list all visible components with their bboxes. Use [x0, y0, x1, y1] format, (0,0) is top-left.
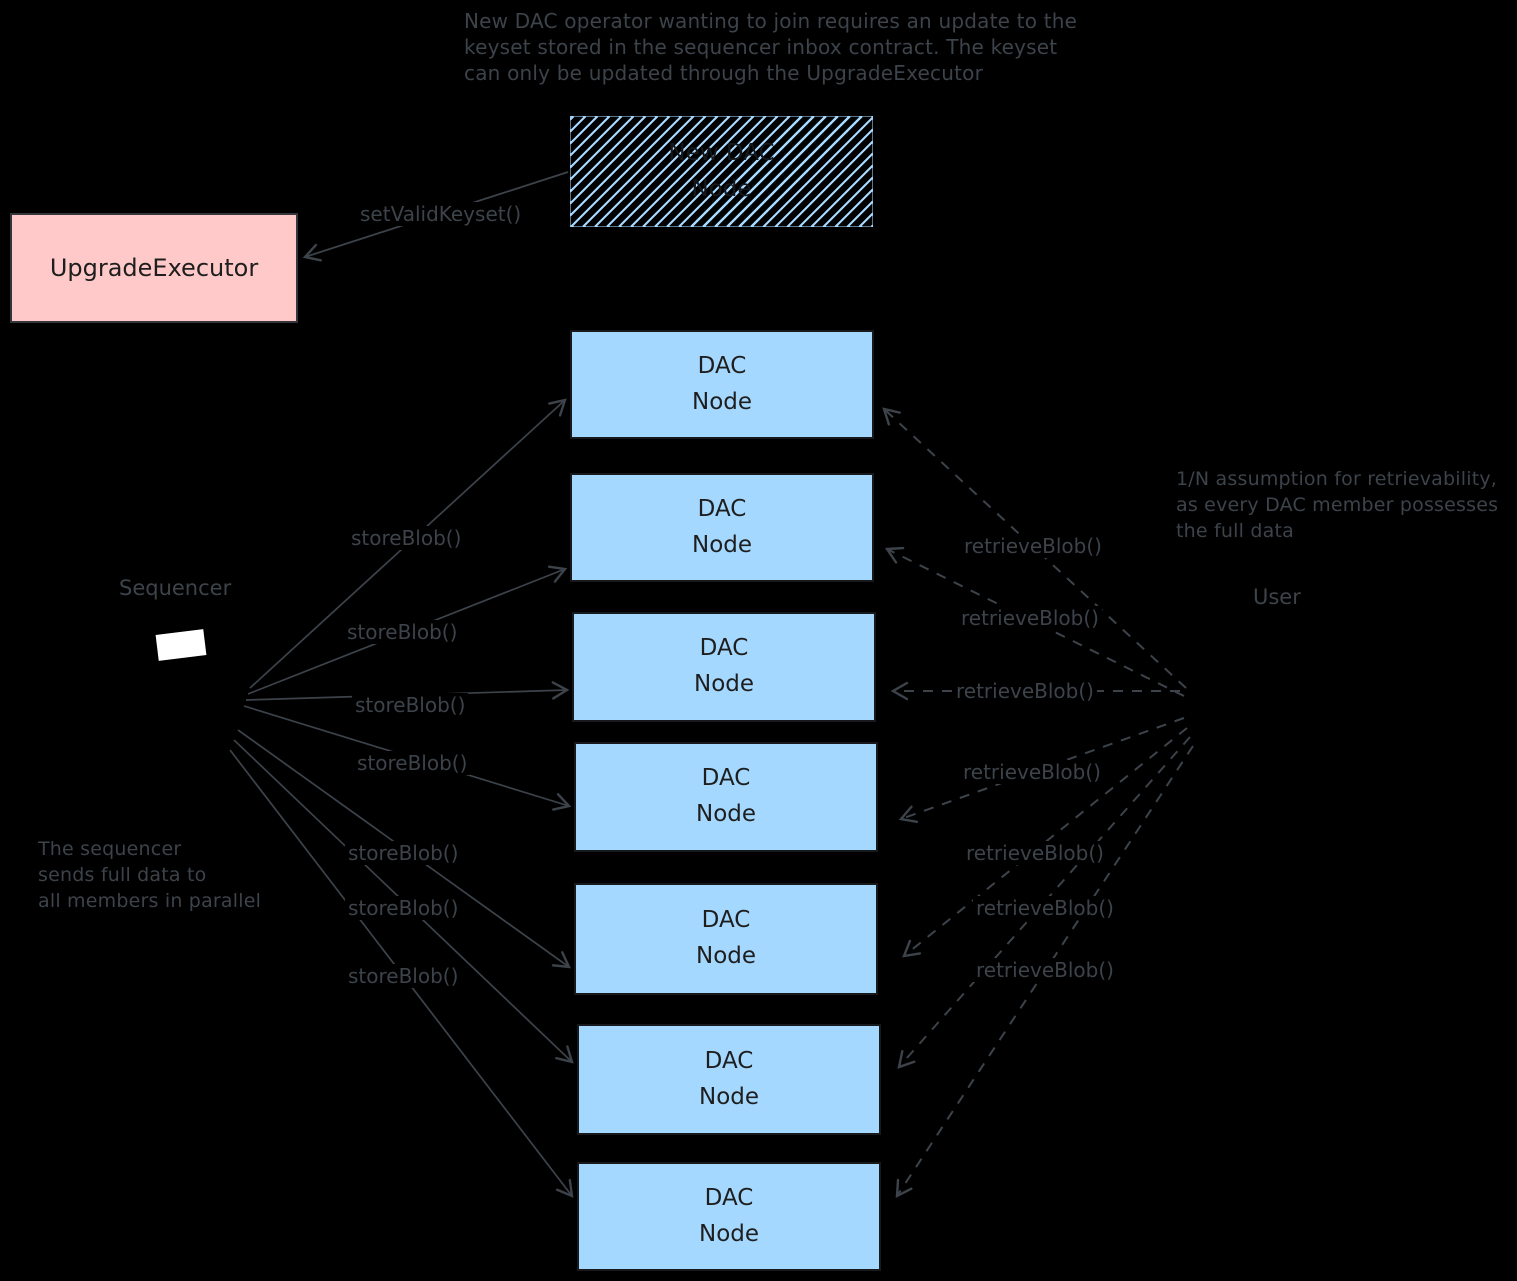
sequencer-parallel-note: The sequencer sends full data to all mem… [38, 838, 262, 912]
retrieve-blob-label-4: retrieveBlob() [960, 760, 1104, 784]
dac-node-box-6: DAC Node [577, 1024, 881, 1135]
store-blob-label-6: storeBlob() [345, 896, 462, 920]
retrieve-blob-label-7: retrieveBlob() [973, 958, 1117, 982]
dac-node-box-4: DAC Node [574, 742, 878, 852]
store-blob-label-1: storeBlob() [348, 526, 465, 550]
retrieve-blob-label-5: retrieveBlob() [963, 841, 1107, 865]
dac-node-box-5: DAC Node [574, 883, 878, 995]
retrieve-blob-arrow-1 [882, 407, 1187, 689]
top-note: New DAC operator wanting to join require… [464, 9, 1078, 85]
store-blob-label-2: storeBlob() [344, 620, 461, 644]
dac-node-box-7: DAC Node [577, 1162, 881, 1271]
store-blob-label-5: storeBlob() [345, 841, 462, 865]
retrieve-blob-arrow-4 [898, 717, 1185, 824]
upgrade-executor-box: UpgradeExecutor [10, 213, 298, 323]
retrieve-blob-label-2: retrieveBlob() [958, 606, 1102, 630]
set-valid-keyset-label: setValidKeyset() [357, 202, 525, 226]
sequencer-label: Sequencer [119, 576, 232, 600]
retrieve-blob-arrow-6 [897, 736, 1191, 1069]
retrieve-blob-label-3: retrieveBlob() [953, 679, 1097, 703]
retrieve-blob-label-6: retrieveBlob() [973, 896, 1117, 920]
retrievability-note: 1/N assumption for retrievability, as ev… [1176, 468, 1499, 542]
retrieve-blob-label-1: retrieveBlob() [961, 534, 1105, 558]
dac-node-box-3: DAC Node [572, 612, 876, 722]
new-dac-node-box: New DAC Node [570, 116, 873, 227]
store-blob-label-3: storeBlob() [352, 693, 469, 717]
retrieve-blob-arrow-5 [902, 727, 1188, 958]
store-blob-label-7: storeBlob() [345, 964, 462, 988]
dac-node-box-1: DAC Node [570, 330, 874, 439]
store-blob-label-4: storeBlob() [354, 751, 471, 775]
user-label: User [1253, 585, 1301, 609]
dac-node-box-2: DAC Node [570, 473, 874, 582]
